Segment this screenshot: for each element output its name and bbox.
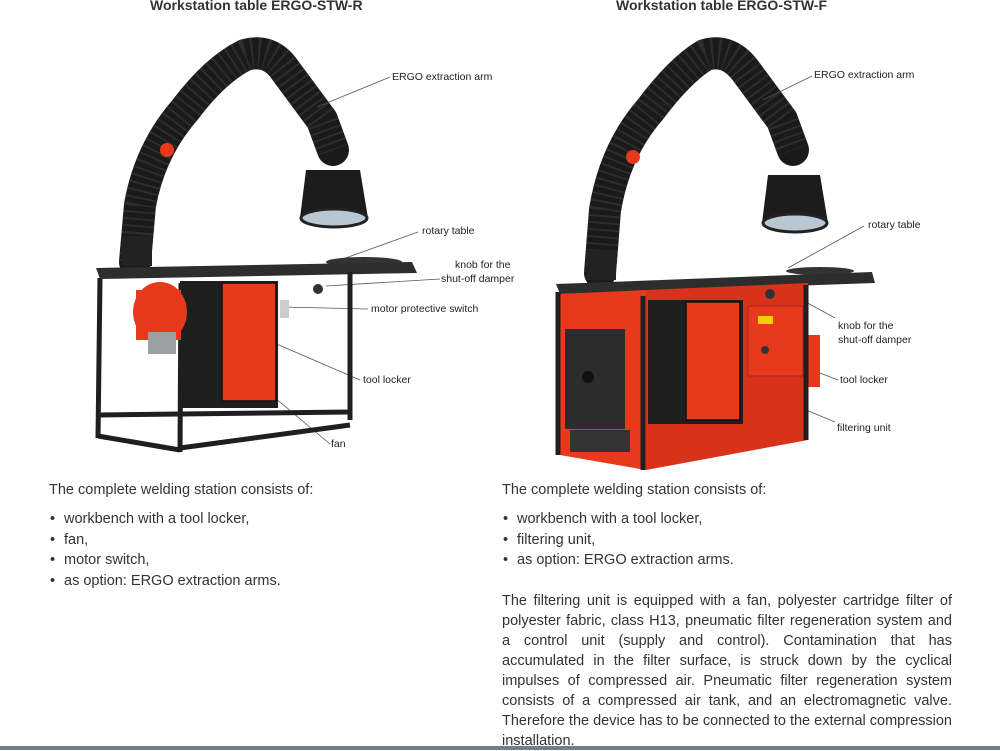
- list-item: filtering unit,: [503, 530, 734, 551]
- left-label-knob-line2: shut-off damper: [441, 273, 515, 285]
- right-label-knob-line1: knob for the: [838, 320, 894, 332]
- left-label-tool-locker: tool locker: [363, 374, 411, 386]
- bottom-divider: [0, 746, 1000, 750]
- right-label-tool-locker: tool locker: [840, 374, 888, 386]
- left-component-list: workbench with a tool locker, fan, motor…: [50, 509, 281, 591]
- product-figures: [95, 37, 875, 470]
- list-item: workbench with a tool locker,: [503, 509, 734, 530]
- right-label-rotary-table: rotary table: [868, 219, 921, 231]
- right-label-extraction-arm: ERGO extraction arm: [814, 69, 915, 81]
- right-arm-logo-icon: [626, 150, 640, 164]
- left-label-rotary-table: rotary table: [422, 225, 475, 237]
- left-label-extraction-arm: ERGO extraction arm: [392, 71, 493, 83]
- right-component-list: workbench with a tool locker, filtering …: [503, 509, 734, 571]
- list-item: as option: ERGO extraction arms.: [50, 571, 281, 592]
- list-item: fan,: [50, 530, 281, 551]
- left-workstation-illustration: [95, 37, 441, 453]
- left-label-motor-switch: motor protective switch: [371, 303, 479, 315]
- filtering-unit-description: The filtering unit is equipped with a fa…: [502, 593, 952, 749]
- list-item: motor switch,: [50, 550, 281, 571]
- right-intro: The complete welding station consists of…: [502, 482, 767, 498]
- list-item: as option: ERGO extraction arms.: [503, 550, 734, 571]
- right-label-knob-line2: shut-off damper: [838, 334, 912, 346]
- right-label-filtering-unit: filtering unit: [837, 422, 891, 434]
- left-label-fan: fan: [331, 438, 346, 450]
- left-title: Workstation table ERGO-STW-R: [150, 0, 363, 13]
- right-title: Workstation table ERGO-STW-F: [616, 0, 828, 13]
- left-arm-logo-icon: [160, 143, 174, 157]
- left-intro: The complete welding station consists of…: [49, 482, 314, 498]
- right-workstation-illustration: [555, 37, 875, 470]
- list-item: workbench with a tool locker,: [50, 509, 281, 530]
- left-label-knob-line1: knob for the: [455, 259, 511, 271]
